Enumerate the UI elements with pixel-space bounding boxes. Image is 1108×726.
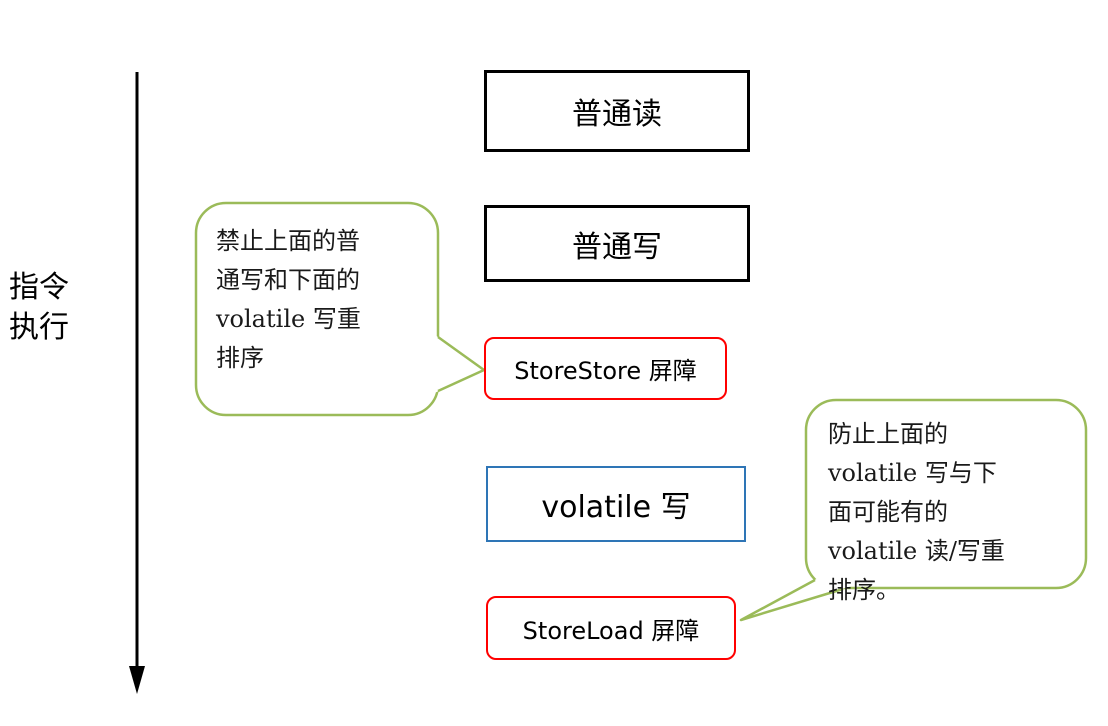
box-volatile-write-label: volatile 写 <box>541 490 691 525</box>
execution-arrow <box>129 72 145 694</box>
box-storeload-barrier-label: StoreLoad 屏障 <box>522 616 700 645</box>
box-volatile-write: volatile 写 <box>486 466 746 542</box>
execution-axis-label: 指令 执行 <box>9 270 69 345</box>
right-callout-text: 防止上面的volatile 写与下面可能有的 volatile 读/写重排序。 <box>828 420 1005 604</box>
box-storeload-barrier: StoreLoad 屏障 <box>486 596 736 660</box>
left-callout-text: 禁止上面的普通写和下面的volatile 写重排序 <box>216 227 361 372</box>
box-normal-write-label: 普通写 <box>572 229 662 265</box>
left-callout-tail-outline <box>437 335 486 393</box>
left-callout-tail <box>428 330 484 396</box>
box-normal-read-label: 普通读 <box>572 97 662 132</box>
execution-arrowhead-icon <box>129 666 145 694</box>
box-normal-write: 普通写 <box>484 205 750 282</box>
box-storestore-barrier: StoreStore 屏障 <box>484 337 727 400</box>
box-storestore-barrier-label: StoreStore 屏障 <box>514 357 697 385</box>
box-normal-read: 普通读 <box>484 70 750 152</box>
